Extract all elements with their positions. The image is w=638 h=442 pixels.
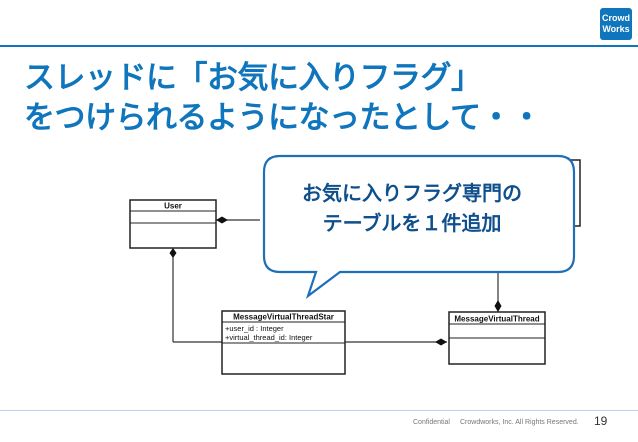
logo-line1: Crowd bbox=[602, 13, 630, 23]
class-user-name: User bbox=[164, 202, 182, 211]
composition-diamond-user-right bbox=[216, 216, 228, 224]
class-mvts-attr-1: +user_id : Integer bbox=[225, 324, 284, 333]
class-user: User bbox=[129, 199, 217, 249]
slide-title: スレッドに「お気に入りフラグ」 をつけられるようになったとして・・ bbox=[24, 58, 634, 138]
composition-diamond-user-bottom bbox=[169, 248, 177, 258]
class-mvt-name: MessageVirtualThread bbox=[454, 315, 539, 324]
footer-confidential: Confidential bbox=[413, 419, 450, 426]
title-line1: スレッドに「お気に入りフラグ」 bbox=[24, 60, 482, 96]
callout-line1: お気に入りフラグ専門の bbox=[302, 181, 522, 205]
callout-line2: テーブルを１件追加 bbox=[322, 211, 502, 235]
callout-bubble bbox=[262, 154, 576, 299]
composition-diamond-thread-left bbox=[435, 338, 447, 346]
class-message-virtual-thread: MessageVirtualThread bbox=[448, 311, 546, 365]
page-number: 19 bbox=[594, 414, 608, 428]
footer-copyright: Crowdworks, Inc. All Rights Reserved. bbox=[460, 419, 579, 426]
title-line2: をつけられるようになったとして・・ bbox=[24, 100, 542, 136]
callout-text: お気に入りフラグ専門の テーブルを１件追加 bbox=[262, 178, 562, 238]
class-mvts-attr-2: +virtual_thread_id: Integer bbox=[225, 333, 313, 342]
class-message-virtual-thread-star: MessageVirtualThreadStar +user_id : Inte… bbox=[221, 310, 346, 375]
logo-line2: Works bbox=[602, 24, 630, 34]
footer-rule bbox=[0, 410, 638, 411]
composition-diamond-thread-top bbox=[494, 300, 502, 312]
class-mvts-name: MessageVirtualThreadStar bbox=[233, 313, 334, 322]
header-rule bbox=[0, 45, 638, 47]
crowdworks-logo: Crowd Works bbox=[600, 8, 632, 40]
